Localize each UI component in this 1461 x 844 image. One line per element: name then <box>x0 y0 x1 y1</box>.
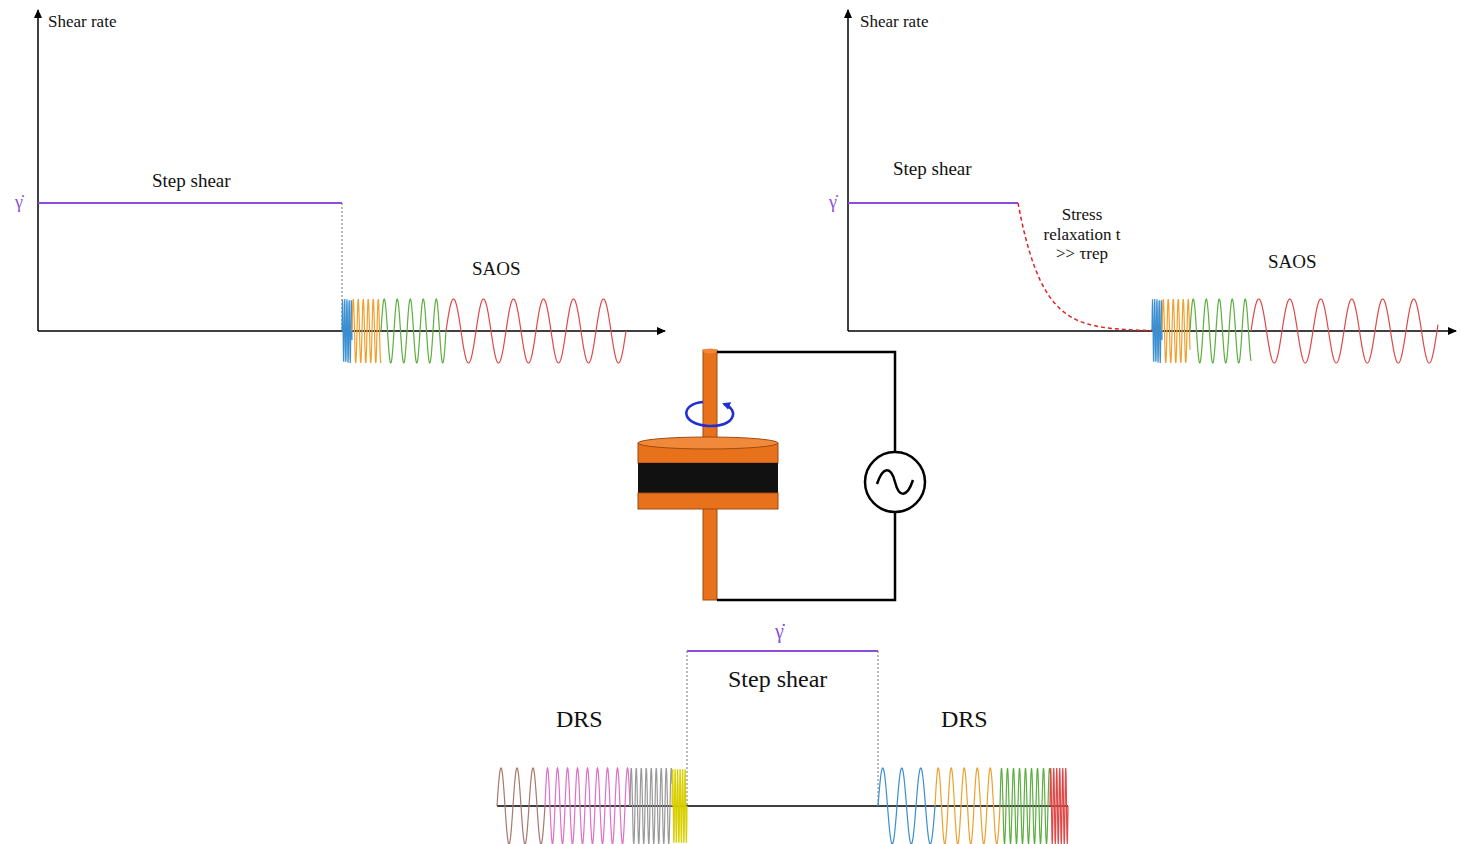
oscillation-wave <box>342 299 352 363</box>
oscillation-wave <box>1162 299 1190 363</box>
annotation-label: Step shear <box>893 158 972 180</box>
oscillation-wave <box>672 770 687 842</box>
rotation-arrow <box>686 402 733 426</box>
relaxation-curve <box>1018 203 1152 331</box>
annotation-label: DRS <box>556 706 603 734</box>
wire <box>717 512 895 600</box>
oscillation-wave <box>381 299 446 363</box>
shaft-top <box>703 349 717 354</box>
oscillation-wave <box>1000 768 1050 844</box>
oscillation-wave <box>1152 299 1162 363</box>
axis-symbol: γ̇ <box>775 620 784 643</box>
oscillation-wave <box>878 768 935 844</box>
drop-line <box>878 651 879 806</box>
oscillation-wave <box>352 299 381 363</box>
step-shear-line <box>38 202 342 204</box>
step-shear-line <box>848 202 1018 204</box>
ac-source <box>865 452 925 512</box>
oscillation-wave <box>497 768 545 844</box>
oscillation-wave <box>630 768 672 844</box>
lower-plate <box>638 493 778 509</box>
sample <box>638 463 778 493</box>
axis-symbol: γ̇ <box>15 192 23 213</box>
annotation-label: Stress relaxation t >> τrep <box>1034 205 1130 264</box>
annotation-label: DRS <box>941 706 988 734</box>
step-shear-line <box>687 650 878 652</box>
oscillation-wave <box>1050 768 1068 844</box>
oscillation-wave <box>446 299 626 363</box>
time-axis <box>497 805 1068 807</box>
oscillation-wave <box>935 768 1000 844</box>
oscillation-wave <box>1190 299 1251 363</box>
oscillation-wave <box>545 768 630 844</box>
y-axis <box>847 10 849 331</box>
annotation-label: Shear rate <box>860 12 928 32</box>
drop-line <box>687 651 688 806</box>
annotation-label: Shear rate <box>48 12 116 32</box>
annotation-label: Step shear <box>728 666 827 694</box>
oscillation-wave <box>1251 299 1438 363</box>
ac-symbol <box>877 470 913 494</box>
y-axis <box>37 10 39 331</box>
upper-plate-top <box>638 437 778 449</box>
axis-symbol: γ̇ <box>829 192 837 213</box>
annotation-label: Step shear <box>152 170 231 192</box>
annotation-label: SAOS <box>1268 251 1317 273</box>
wire <box>717 352 895 452</box>
annotation-label: SAOS <box>472 258 521 280</box>
